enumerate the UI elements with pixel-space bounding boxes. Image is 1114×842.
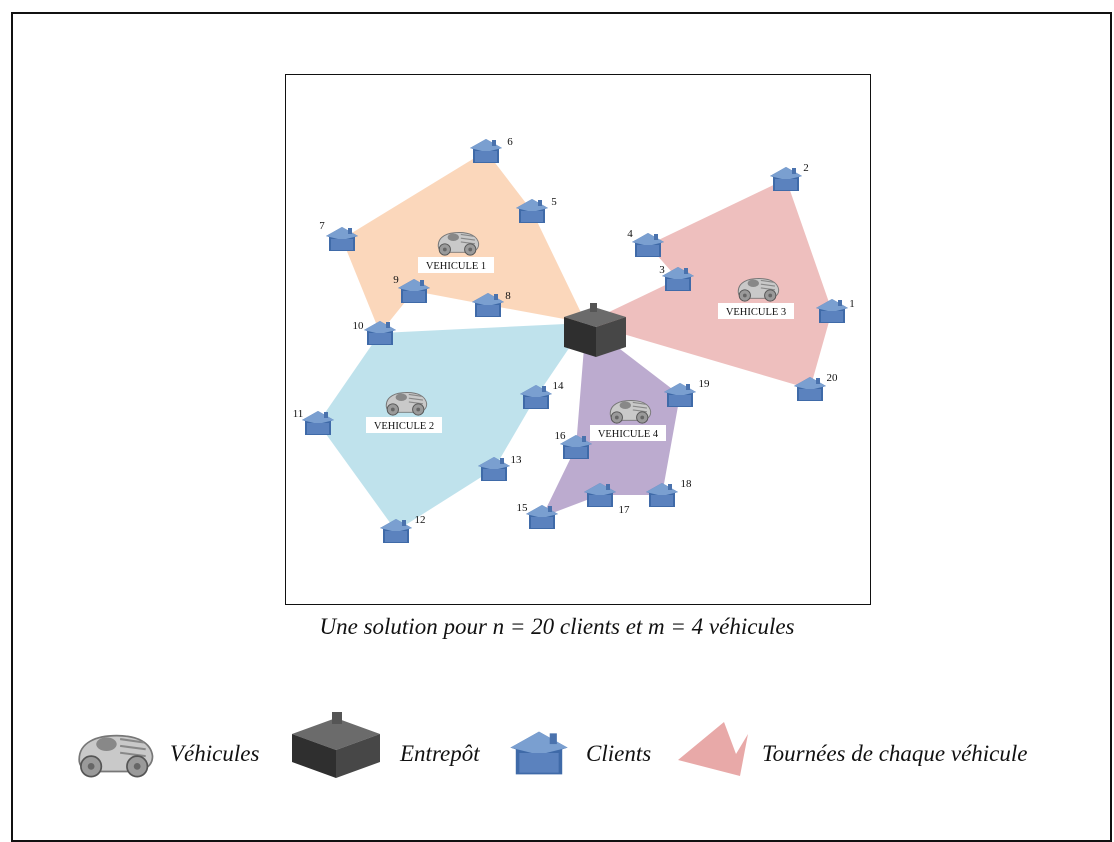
legend-clients-label: Clients <box>586 741 652 766</box>
client-number: 2 <box>803 162 809 174</box>
client-16: 16 <box>555 430 592 459</box>
client-10: 10 <box>353 320 396 345</box>
vehicle-icon <box>609 399 652 424</box>
vehicle-v4: VEHICULE 4 <box>590 399 666 441</box>
client-number: 6 <box>507 136 513 148</box>
client-3: 3 <box>659 264 694 291</box>
client-number: 16 <box>555 430 567 442</box>
client-number: 5 <box>551 196 557 208</box>
legend-vehicles-label: Véhicules <box>170 741 260 766</box>
client-icon <box>326 227 358 251</box>
client-17: 17 <box>584 483 630 516</box>
client-13: 13 <box>478 454 522 481</box>
client-9: 9 <box>393 274 430 303</box>
legend-depot-label: Entrepôt <box>400 741 480 766</box>
client-number: 4 <box>627 228 633 240</box>
vehicle-v3: VEHICULE 3 <box>718 277 794 319</box>
vehicle-label: VEHICULE 2 <box>374 421 434 432</box>
tour-region-v3 <box>586 179 832 389</box>
client-18: 18 <box>646 478 692 507</box>
client-number: 13 <box>511 454 523 466</box>
client-4: 4 <box>627 228 664 257</box>
client-number: 19 <box>699 378 711 390</box>
depot-icon <box>292 712 380 778</box>
client-7: 7 <box>319 220 358 251</box>
client-icon <box>506 728 572 778</box>
vehicle-label: VEHICULE 3 <box>726 307 786 318</box>
client-number: 7 <box>319 220 325 232</box>
client-20: 20 <box>794 372 838 401</box>
legend-tours-label: Tournées de chaque véhicule <box>762 741 1028 766</box>
client-number: 8 <box>505 290 511 302</box>
client-1: 1 <box>816 298 855 323</box>
client-number: 20 <box>827 372 839 384</box>
tour-region-v4 <box>542 323 680 517</box>
client-number: 3 <box>659 264 665 276</box>
vehicle-v2: VEHICULE 2 <box>366 391 442 433</box>
client-number: 1 <box>849 298 855 310</box>
vehicle-icon <box>385 391 428 416</box>
client-number: 17 <box>619 504 631 516</box>
vehicle-label: VEHICULE 1 <box>426 261 486 272</box>
vehicle-icon <box>72 722 158 780</box>
vehicle-label-box <box>590 425 666 441</box>
vehicle-icon <box>737 277 780 302</box>
client-6: 6 <box>470 136 513 163</box>
vehicle-label: VEHICULE 4 <box>598 429 659 440</box>
client-number: 14 <box>553 380 565 392</box>
tour-region-v2 <box>318 323 586 531</box>
figure-caption: Une solution pour n = 20 clients et m = … <box>319 614 795 639</box>
client-number: 18 <box>681 478 693 490</box>
client-12: 12 <box>380 514 426 543</box>
client-number: 9 <box>393 274 399 286</box>
tour-region-icon <box>678 722 748 776</box>
depot-icon <box>564 303 626 357</box>
vehicle-label-box <box>418 257 494 273</box>
client-14: 14 <box>520 380 564 409</box>
client-icon <box>364 321 396 345</box>
client-5: 5 <box>516 196 557 223</box>
client-icon <box>632 233 664 257</box>
client-number: 11 <box>293 408 304 420</box>
vehicle-label-box <box>366 417 442 433</box>
client-icon <box>470 139 502 163</box>
client-icon <box>770 167 802 191</box>
client-19: 19 <box>664 378 710 407</box>
client-8: 8 <box>472 290 511 317</box>
client-15: 15 <box>517 502 558 529</box>
vehicle-label-box <box>718 303 794 319</box>
client-number: 12 <box>415 514 426 526</box>
client-11: 11 <box>293 408 334 435</box>
client-number: 10 <box>353 320 365 332</box>
client-2: 2 <box>770 162 809 191</box>
client-number: 15 <box>517 502 529 514</box>
vehicle-v1: VEHICULE 1 <box>418 231 494 273</box>
vehicle-icon <box>437 231 480 256</box>
